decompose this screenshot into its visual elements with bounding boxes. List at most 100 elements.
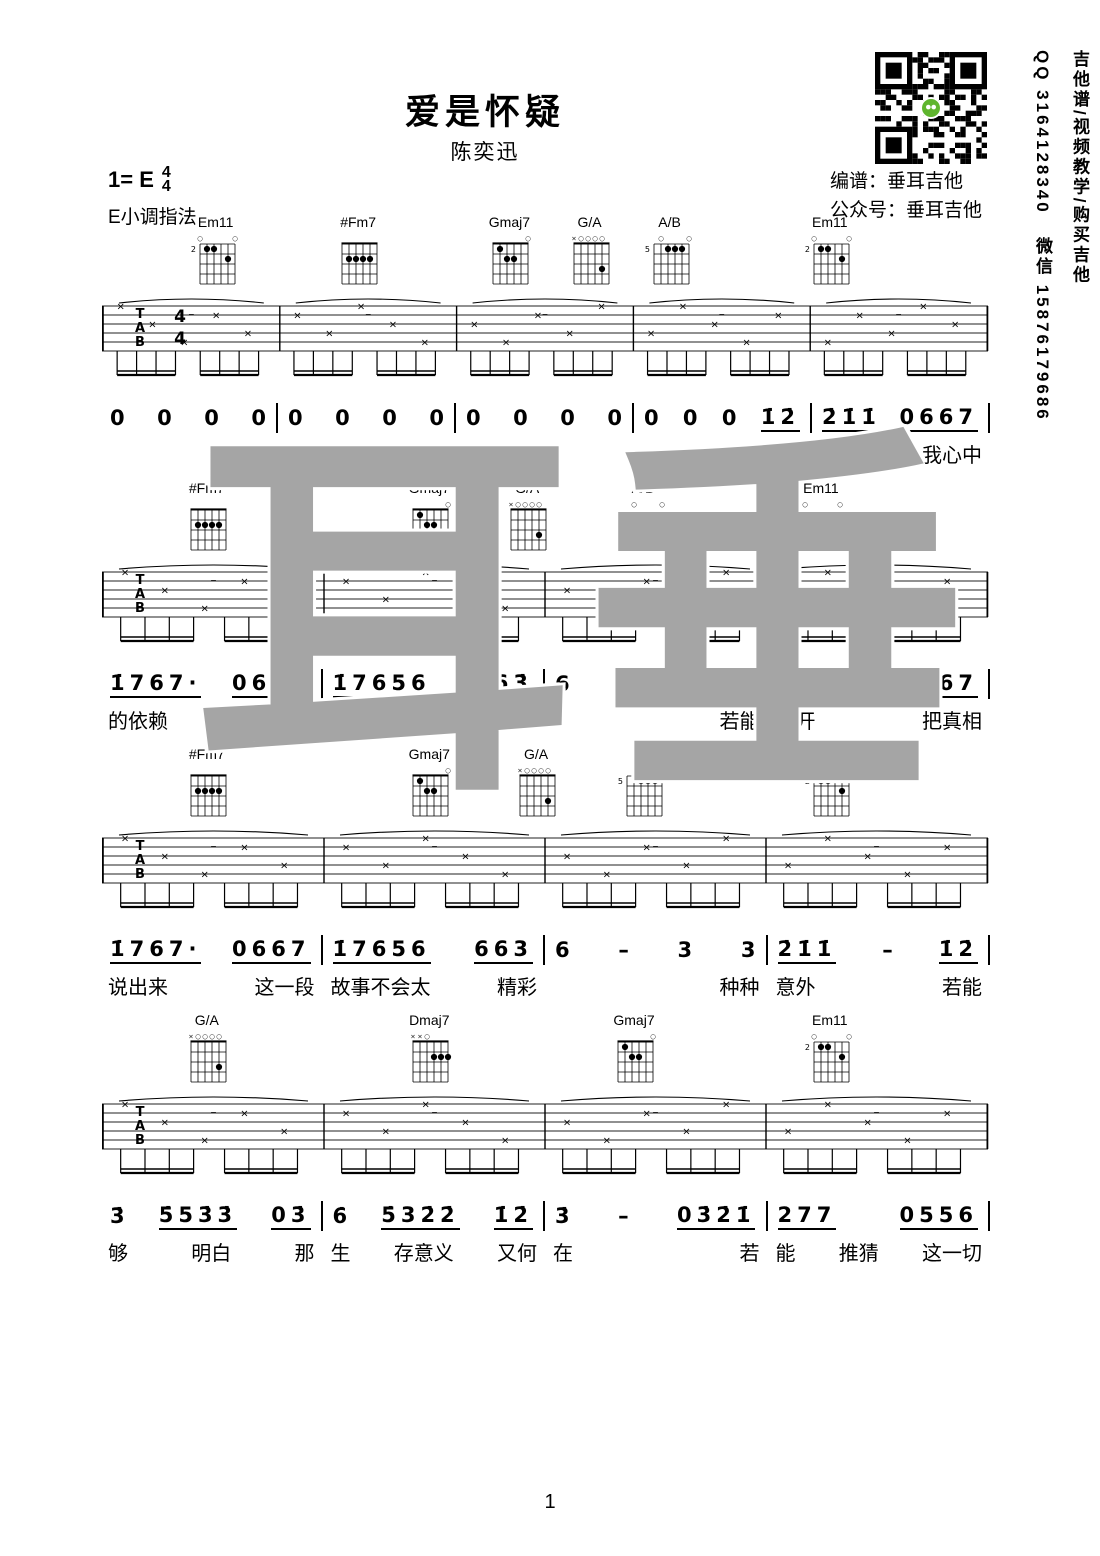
lyric-token: 在 [553, 1242, 573, 1265]
chord-ga: G/A×○○○○ [177, 1012, 237, 1090]
svg-text:×: × [563, 1118, 571, 1129]
number-token: 2̇1̇1̇ [777, 671, 837, 698]
lyric-token: 精彩 [497, 976, 537, 999]
svg-text:×: × [534, 311, 542, 322]
chord-gmaj7: Gmaj7○ [399, 480, 459, 558]
lyric-token: 推猜 [838, 1242, 879, 1265]
fingering-note: E小调指法 [108, 207, 197, 228]
lyric-token: 又何 [497, 1242, 537, 1265]
svg-text:×: × [711, 320, 719, 331]
chord-name: G/A [577, 213, 602, 230]
chord-name: G/A [524, 745, 549, 762]
chord-name: Dmaj7 [409, 1011, 450, 1028]
number-token: 3̇ [555, 1204, 570, 1228]
svg-text:×: × [382, 861, 390, 872]
number-token: – [611, 672, 623, 696]
svg-text:○: ○ [659, 767, 665, 775]
number-token: 0 [204, 406, 219, 430]
lyric-token: 的依赖 [108, 710, 168, 733]
svg-text:○: ○ [195, 1033, 201, 1041]
svg-text:5: 5 [618, 777, 623, 786]
jianpu-measure: 3̇–03̇2̇1̇ [545, 1201, 768, 1231]
chord-name: Em11 [803, 479, 839, 496]
svg-text:×: × [903, 1136, 911, 1147]
svg-text:×: × [501, 604, 509, 615]
qr-code [875, 52, 987, 164]
number-token: 0667 [232, 937, 311, 964]
svg-text:×: × [200, 604, 208, 615]
svg-text:5: 5 [645, 245, 650, 254]
svg-text:×: × [824, 338, 832, 349]
number-token: 0 [157, 406, 172, 430]
chord-diagram [190, 508, 227, 551]
svg-text:×: × [517, 767, 522, 775]
chord-gmaj7: Gmaj7 ○ [399, 745, 459, 824]
svg-text:×: × [863, 586, 871, 597]
svg-text:×: × [501, 1136, 509, 1147]
svg-text:×: × [603, 604, 611, 615]
chord-gmaj7: Gmaj7○ [479, 214, 539, 292]
lyric-token: 把真相 [922, 710, 982, 733]
number-token: 0556 [899, 1203, 978, 1230]
number-token: 0667 [899, 671, 978, 698]
lyrics-measure: 能推猜这一切 [768, 1237, 991, 1265]
lyric-token: 这一切 [922, 1242, 982, 1265]
number-token: – [618, 938, 629, 962]
svg-text:○: ○ [522, 501, 528, 509]
number-token: 0 [466, 406, 481, 430]
svg-text:×: × [943, 843, 951, 854]
jianpu-measure: 6––1̇2̇ [545, 669, 768, 699]
number-token: 277 [777, 1203, 837, 1230]
svg-text:5: 5 [618, 511, 623, 520]
lyrics-measure: 表白我心中 [812, 439, 990, 467]
svg-text:○: ○ [424, 1033, 430, 1041]
svg-text:×: × [647, 329, 655, 340]
svg-text:×: × [642, 577, 650, 588]
number-token: 663̇ [474, 671, 533, 698]
tab-staff: TAB×××××–×××××–×××××–×××××– [102, 1096, 989, 1175]
chord-fm7: #Fm7 [328, 214, 388, 292]
credits: 编谱：垂耳吉他 公众号：垂耳吉他 [830, 168, 982, 225]
svg-text:×: × [563, 586, 571, 597]
number-token: 1̇2̇ [938, 937, 978, 964]
number-token: 5̇53̇3̇ [158, 1203, 238, 1230]
key-signature: 1= E 4 4 [108, 165, 171, 194]
lyric-token: 这一段 [254, 976, 315, 999]
svg-text:–: – [653, 573, 659, 587]
svg-text:–: – [188, 307, 194, 321]
chord-diagram: ○ [412, 767, 451, 817]
lyric-token: 你我当 [254, 710, 315, 733]
lyrics-row: 的依赖你我当初也不必那么衰若能敞开把真相 [100, 705, 990, 733]
svg-text:×: × [389, 320, 397, 331]
chord-name: Em11 [812, 213, 848, 230]
number-token: 1̇7656 [332, 671, 431, 698]
svg-text:○: ○ [529, 501, 535, 509]
lyrics-measure: 敞开把真相 [768, 705, 991, 733]
svg-text:×: × [722, 834, 730, 845]
number-token: 0 [513, 406, 528, 430]
chord-fm7: #Fm7 [177, 746, 237, 824]
svg-text:○: ○ [209, 1033, 215, 1041]
svg-text:○: ○ [802, 501, 808, 509]
svg-text:–: – [211, 573, 217, 587]
number-token: 0 [682, 406, 698, 430]
svg-text:×: × [943, 577, 951, 588]
svg-text:×: × [903, 870, 911, 881]
svg-text:–: – [874, 573, 880, 587]
svg-text:×: × [470, 320, 478, 331]
lyrics-measure [278, 439, 456, 467]
chord-name: Gmaj7 [408, 745, 450, 762]
svg-text:○: ○ [515, 501, 521, 509]
svg-text:○: ○ [536, 501, 542, 509]
lyric-token: 么衰 [497, 710, 537, 733]
lyric-token: 够 [108, 1242, 128, 1265]
chord-diagram: ×○○○○ [508, 501, 547, 551]
chord-diagram: ×○○○○ [188, 1033, 227, 1083]
svg-text:×: × [566, 329, 574, 340]
svg-text:○: ○ [811, 767, 817, 775]
svg-text:×: × [919, 302, 927, 313]
